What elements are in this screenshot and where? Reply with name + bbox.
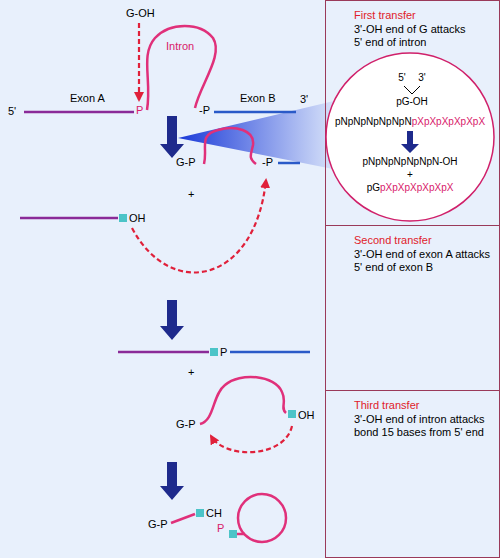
circle-outline — [325, 52, 495, 222]
zoom-cone — [178, 100, 338, 170]
step-description: 3'-OH end of exon A attacks 5' end of ex… — [354, 248, 499, 274]
intron-loop — [204, 128, 256, 164]
step-arrow — [401, 131, 419, 153]
diagram-label: G-OH — [126, 7, 155, 20]
sequence-text: + — [407, 169, 413, 181]
step-arrow — [160, 300, 184, 340]
attack-arrow — [211, 426, 292, 452]
sequence-text: pNpNpNpNpNpN — [335, 116, 412, 128]
step-heading: Third transfer — [354, 399, 499, 412]
intron-tail — [171, 514, 195, 523]
exon-b-line — [214, 111, 296, 114]
diagram-label: Intron — [166, 40, 194, 53]
attack-arrow — [138, 23, 140, 100]
diagram-label: OH — [129, 212, 146, 225]
diagram-label: + — [188, 366, 194, 379]
exon-a-line — [20, 217, 118, 220]
diagram-label: 3' — [300, 93, 308, 106]
exon-a-line — [24, 111, 134, 114]
sequence-text: pXpXpXpXpXpX — [412, 116, 485, 128]
step-arrow — [160, 116, 184, 158]
exon-b-line — [230, 351, 310, 354]
bond-symbol — [404, 86, 420, 94]
diagram-label: -P — [199, 104, 210, 117]
sequence-text: pG — [367, 182, 380, 194]
diagram-label: + — [188, 188, 194, 201]
step-panel: Second transfer3'-OH end of exon A attac… — [325, 225, 500, 391]
diagram-label: Exon B — [240, 92, 275, 105]
diagram-label: G-P — [176, 156, 196, 169]
intron-loop — [147, 26, 216, 110]
intron-tail — [237, 533, 245, 536]
diagram-label: 5' — [8, 105, 16, 118]
circle-outline — [326, 53, 494, 221]
diagram-label: G-P — [148, 518, 168, 531]
step-heading: First transfer — [354, 9, 499, 22]
diagram-label: G-P — [176, 418, 196, 431]
intron-loop — [200, 377, 286, 424]
intron-lariat — [238, 494, 286, 542]
diagram-label: CH — [206, 507, 222, 520]
step-description: 3'-OH end of intron attacks bond 15 base… — [354, 413, 499, 439]
detail-circle: 5'3'pG-OHpNpNpNpNpNpNpXpXpXpXpXpXpNpNpNp… — [325, 52, 495, 222]
step-panel: First transfer3'-OH end of G attacks 5' … — [325, 0, 500, 226]
diagram-label: OH — [298, 409, 315, 422]
diagram-label: P — [217, 522, 224, 535]
exon-b-line — [278, 162, 300, 165]
step-heading: Second transfer — [354, 234, 499, 247]
bond-marker — [229, 530, 237, 538]
bond-marker — [210, 348, 218, 356]
exon-a-line — [118, 351, 209, 354]
sequence-text: 3' — [418, 72, 425, 84]
diagram-label: -P — [262, 156, 273, 169]
sequence-text: 5' — [398, 72, 405, 84]
sequence-text: pG-OH — [396, 96, 428, 108]
sequence-text: pNpNpNpNpNpN-OH — [362, 156, 457, 168]
bond-marker — [119, 214, 127, 222]
step-arrow — [160, 462, 184, 500]
diagram-label: P — [136, 104, 143, 117]
bond-marker — [288, 410, 296, 418]
step-description: 3'-OH end of G attacks 5' end of intron — [354, 23, 472, 49]
diagram-label: P — [220, 346, 227, 359]
sequence-text: pXpXpXpXpXpX — [380, 182, 453, 194]
step-panel: Third transfer3'-OH end of intron attack… — [325, 390, 500, 558]
diagram-label: Exon A — [70, 92, 105, 105]
attack-arrow — [132, 180, 266, 272]
bond-marker — [196, 509, 204, 517]
